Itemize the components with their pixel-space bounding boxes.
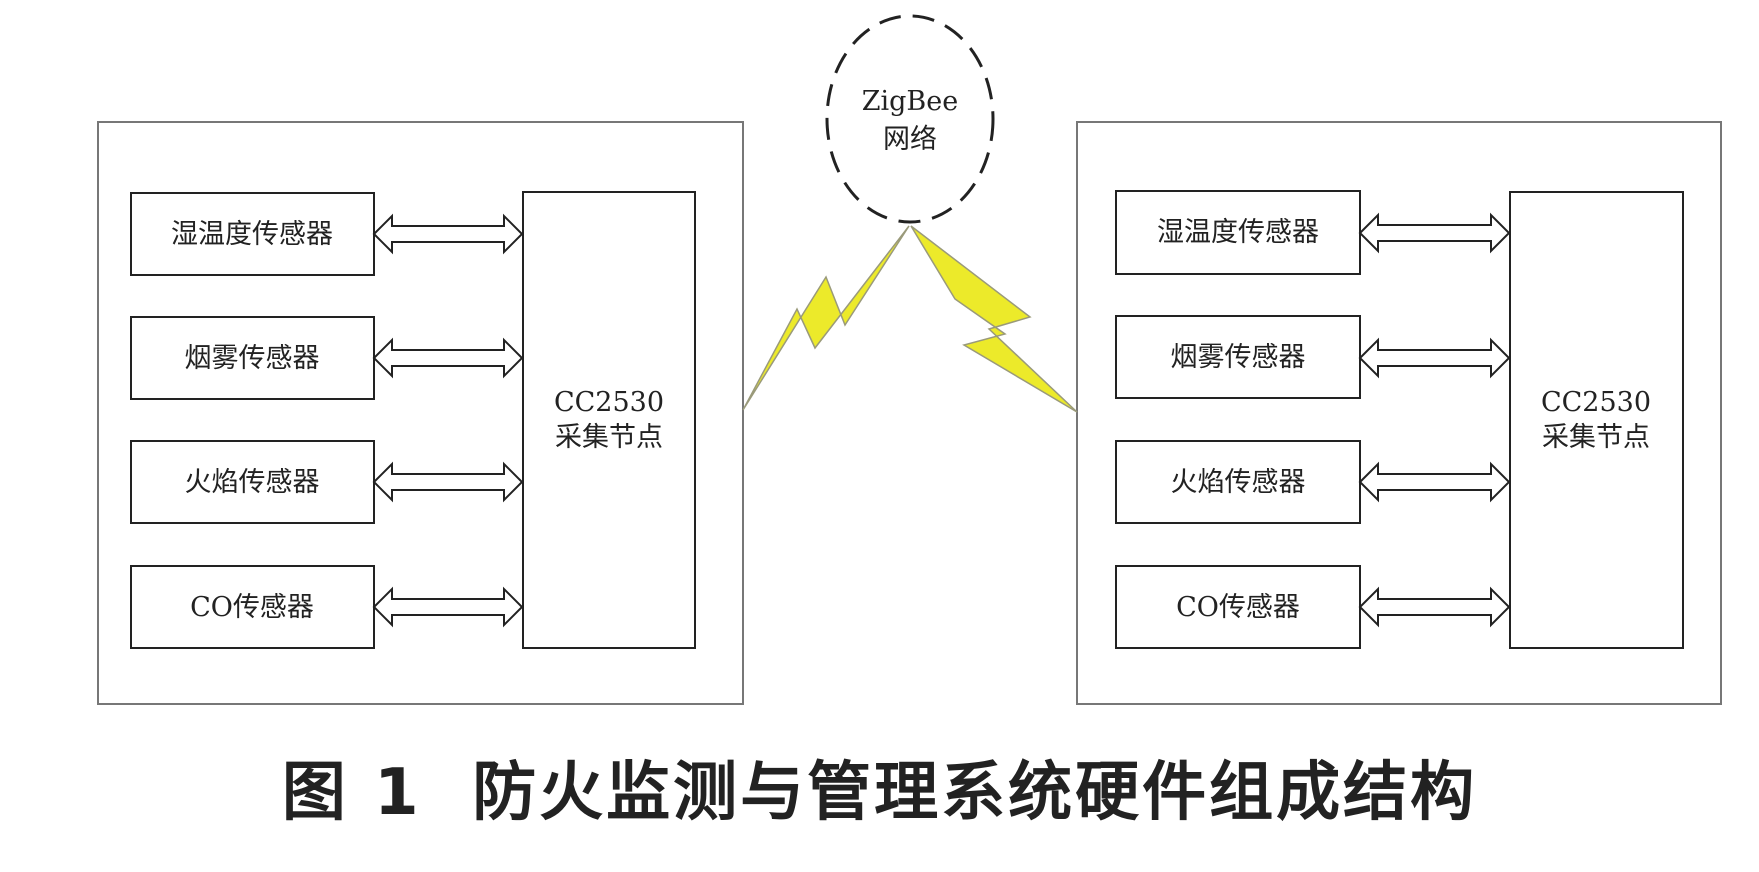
wireless-links — [742, 225, 1078, 413]
right-arrow-3 — [1358, 461, 1511, 503]
right-sensor-box-3 — [1115, 440, 1361, 524]
zigbee-network-ellipse — [825, 14, 995, 224]
left-sensor-label-1: 湿温度传感器 — [171, 219, 333, 250]
left-arrow-2 — [372, 337, 524, 379]
right-collector-line2: 采集节点 — [1542, 422, 1650, 453]
left-collector-line2: 采集节点 — [555, 422, 663, 453]
left-node-group: 湿温度传感器 烟雾传感器 火焰传感器 CO传感器 CC2530 采集节点 — [97, 121, 744, 705]
right-sensor-label-1: 湿温度传感器 — [1157, 217, 1319, 248]
right-lightning-icon — [910, 225, 1078, 413]
left-node-frame — [97, 121, 744, 705]
zigbee-network: ZigBee 网络 — [825, 14, 995, 224]
right-sensor-label-3: 火焰传感器 — [1171, 467, 1306, 498]
figure-caption: 图 1 防火监测与管理系统硬件组成结构 — [0, 748, 1759, 838]
left-sensor-label-4: CO传感器 — [190, 592, 314, 623]
left-lightning-icon — [742, 225, 910, 411]
right-collector-box — [1509, 191, 1684, 649]
figure-title: 防火监测与管理系统硬件组成结构 — [472, 756, 1478, 830]
left-sensor-box-1 — [130, 192, 375, 276]
left-arrow-4 — [372, 586, 524, 628]
left-arrow-3 — [372, 461, 524, 503]
left-collector-line1: CC2530 — [554, 387, 664, 418]
right-node-frame — [1076, 121, 1722, 705]
left-sensor-label-3: 火焰传感器 — [185, 467, 320, 498]
left-sensor-box-2 — [130, 316, 375, 400]
right-collector-line1: CC2530 — [1541, 387, 1651, 418]
hardware-structure-diagram: 湿温度传感器 烟雾传感器 火焰传感器 CO传感器 CC2530 采集节点 湿温度… — [97, 14, 1722, 705]
left-arrow-1 — [372, 213, 524, 255]
left-collector-box — [522, 191, 696, 649]
figure-number: 图 1 — [281, 756, 422, 830]
right-node-group: 湿温度传感器 烟雾传感器 火焰传感器 CO传感器 CC2530 采集节点 — [1076, 121, 1722, 705]
zigbee-network-line2: 网络 — [883, 124, 937, 155]
right-arrow-1 — [1358, 212, 1511, 254]
right-arrow-4 — [1358, 586, 1511, 628]
left-sensor-label-2: 烟雾传感器 — [185, 343, 320, 374]
right-sensor-label-4: CO传感器 — [1176, 592, 1300, 623]
right-sensor-box-2 — [1115, 315, 1361, 399]
caption-gap — [422, 756, 473, 830]
right-arrow-2 — [1358, 337, 1511, 379]
right-sensor-label-2: 烟雾传感器 — [1171, 342, 1306, 373]
right-sensor-box-1 — [1115, 190, 1361, 275]
left-sensor-box-4 — [130, 565, 375, 649]
zigbee-network-line1: ZigBee — [862, 86, 958, 117]
